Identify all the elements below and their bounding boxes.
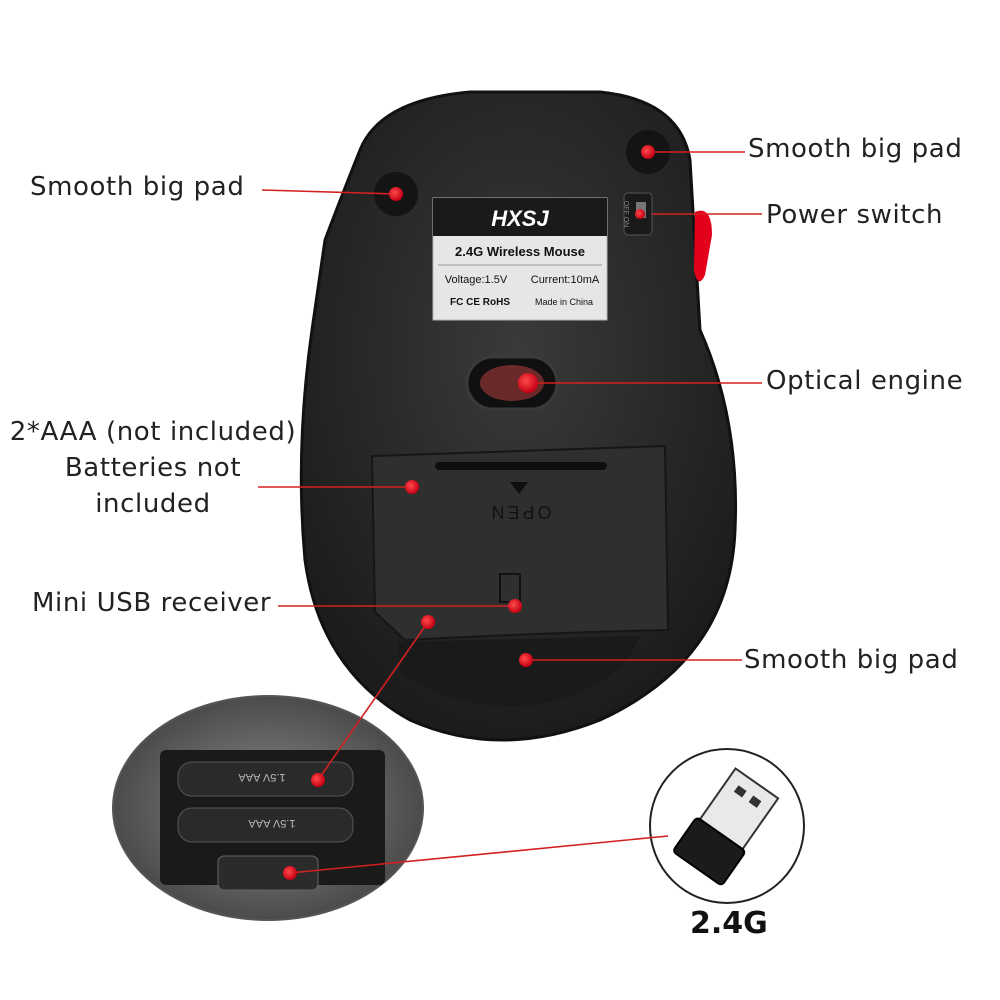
battery-slot-1 bbox=[177, 761, 354, 797]
cover-open-text: OPEN bbox=[488, 502, 551, 522]
sticker-voltage: Voltage:1.5V bbox=[445, 274, 508, 286]
label-power-switch: Power switch bbox=[766, 200, 944, 230]
label-batteries: 2*AAA (not included) Batteries not inclu… bbox=[9, 417, 297, 519]
callout-lines bbox=[258, 151, 762, 874]
mouse-underside bbox=[299, 90, 738, 742]
sticker-certs: FC CE RoHS bbox=[450, 297, 510, 308]
battery-slot-2 bbox=[177, 807, 354, 843]
sticker-model: 2.4G Wireless Mouse bbox=[455, 244, 585, 259]
label-pad-bottom: Smooth big pad bbox=[744, 645, 959, 675]
sticker-brand: HXSJ bbox=[491, 206, 549, 231]
label-pad-top-left: Smooth big pad bbox=[30, 172, 245, 202]
label-usb-receiver: Mini USB receiver bbox=[32, 588, 272, 618]
receiver-storage bbox=[217, 855, 319, 891]
dot-power-switch bbox=[635, 209, 645, 219]
sticker-header bbox=[433, 198, 607, 236]
sticker-origin: Made in China bbox=[535, 297, 593, 307]
dot-cover-edge bbox=[421, 615, 435, 629]
dot-pad-top-right bbox=[641, 145, 655, 159]
open-arrow-icon bbox=[510, 482, 528, 494]
label-optical-engine: Optical engine bbox=[766, 366, 964, 396]
sticker-current: Current:10mA bbox=[531, 274, 600, 286]
receiver-inset bbox=[649, 748, 805, 904]
label-pad-top-right: Smooth big pad bbox=[748, 134, 963, 164]
receiver-badge: 2.4G bbox=[690, 906, 768, 941]
dot-usb-slot bbox=[508, 599, 522, 613]
cover-slot bbox=[435, 462, 607, 470]
usb-body bbox=[673, 817, 746, 886]
battery-cover bbox=[370, 444, 670, 642]
dot-receiver-storage bbox=[283, 866, 297, 880]
battery-text-1: 1.5V AAA bbox=[238, 771, 286, 783]
callout-dots bbox=[283, 145, 655, 880]
dot-battery-inset bbox=[311, 773, 325, 787]
battery-text-2: 1.5V AAA bbox=[248, 817, 296, 829]
switch-text: OFF ON bbox=[622, 201, 629, 227]
battery-compartment-inset bbox=[112, 695, 424, 921]
dot-pad-top-left bbox=[389, 187, 403, 201]
dot-battery-cover bbox=[405, 480, 419, 494]
side-accent bbox=[694, 210, 712, 282]
dot-optical-engine bbox=[518, 373, 538, 393]
dot-pad-bottom bbox=[519, 653, 533, 667]
bottom-pad bbox=[398, 636, 640, 707]
